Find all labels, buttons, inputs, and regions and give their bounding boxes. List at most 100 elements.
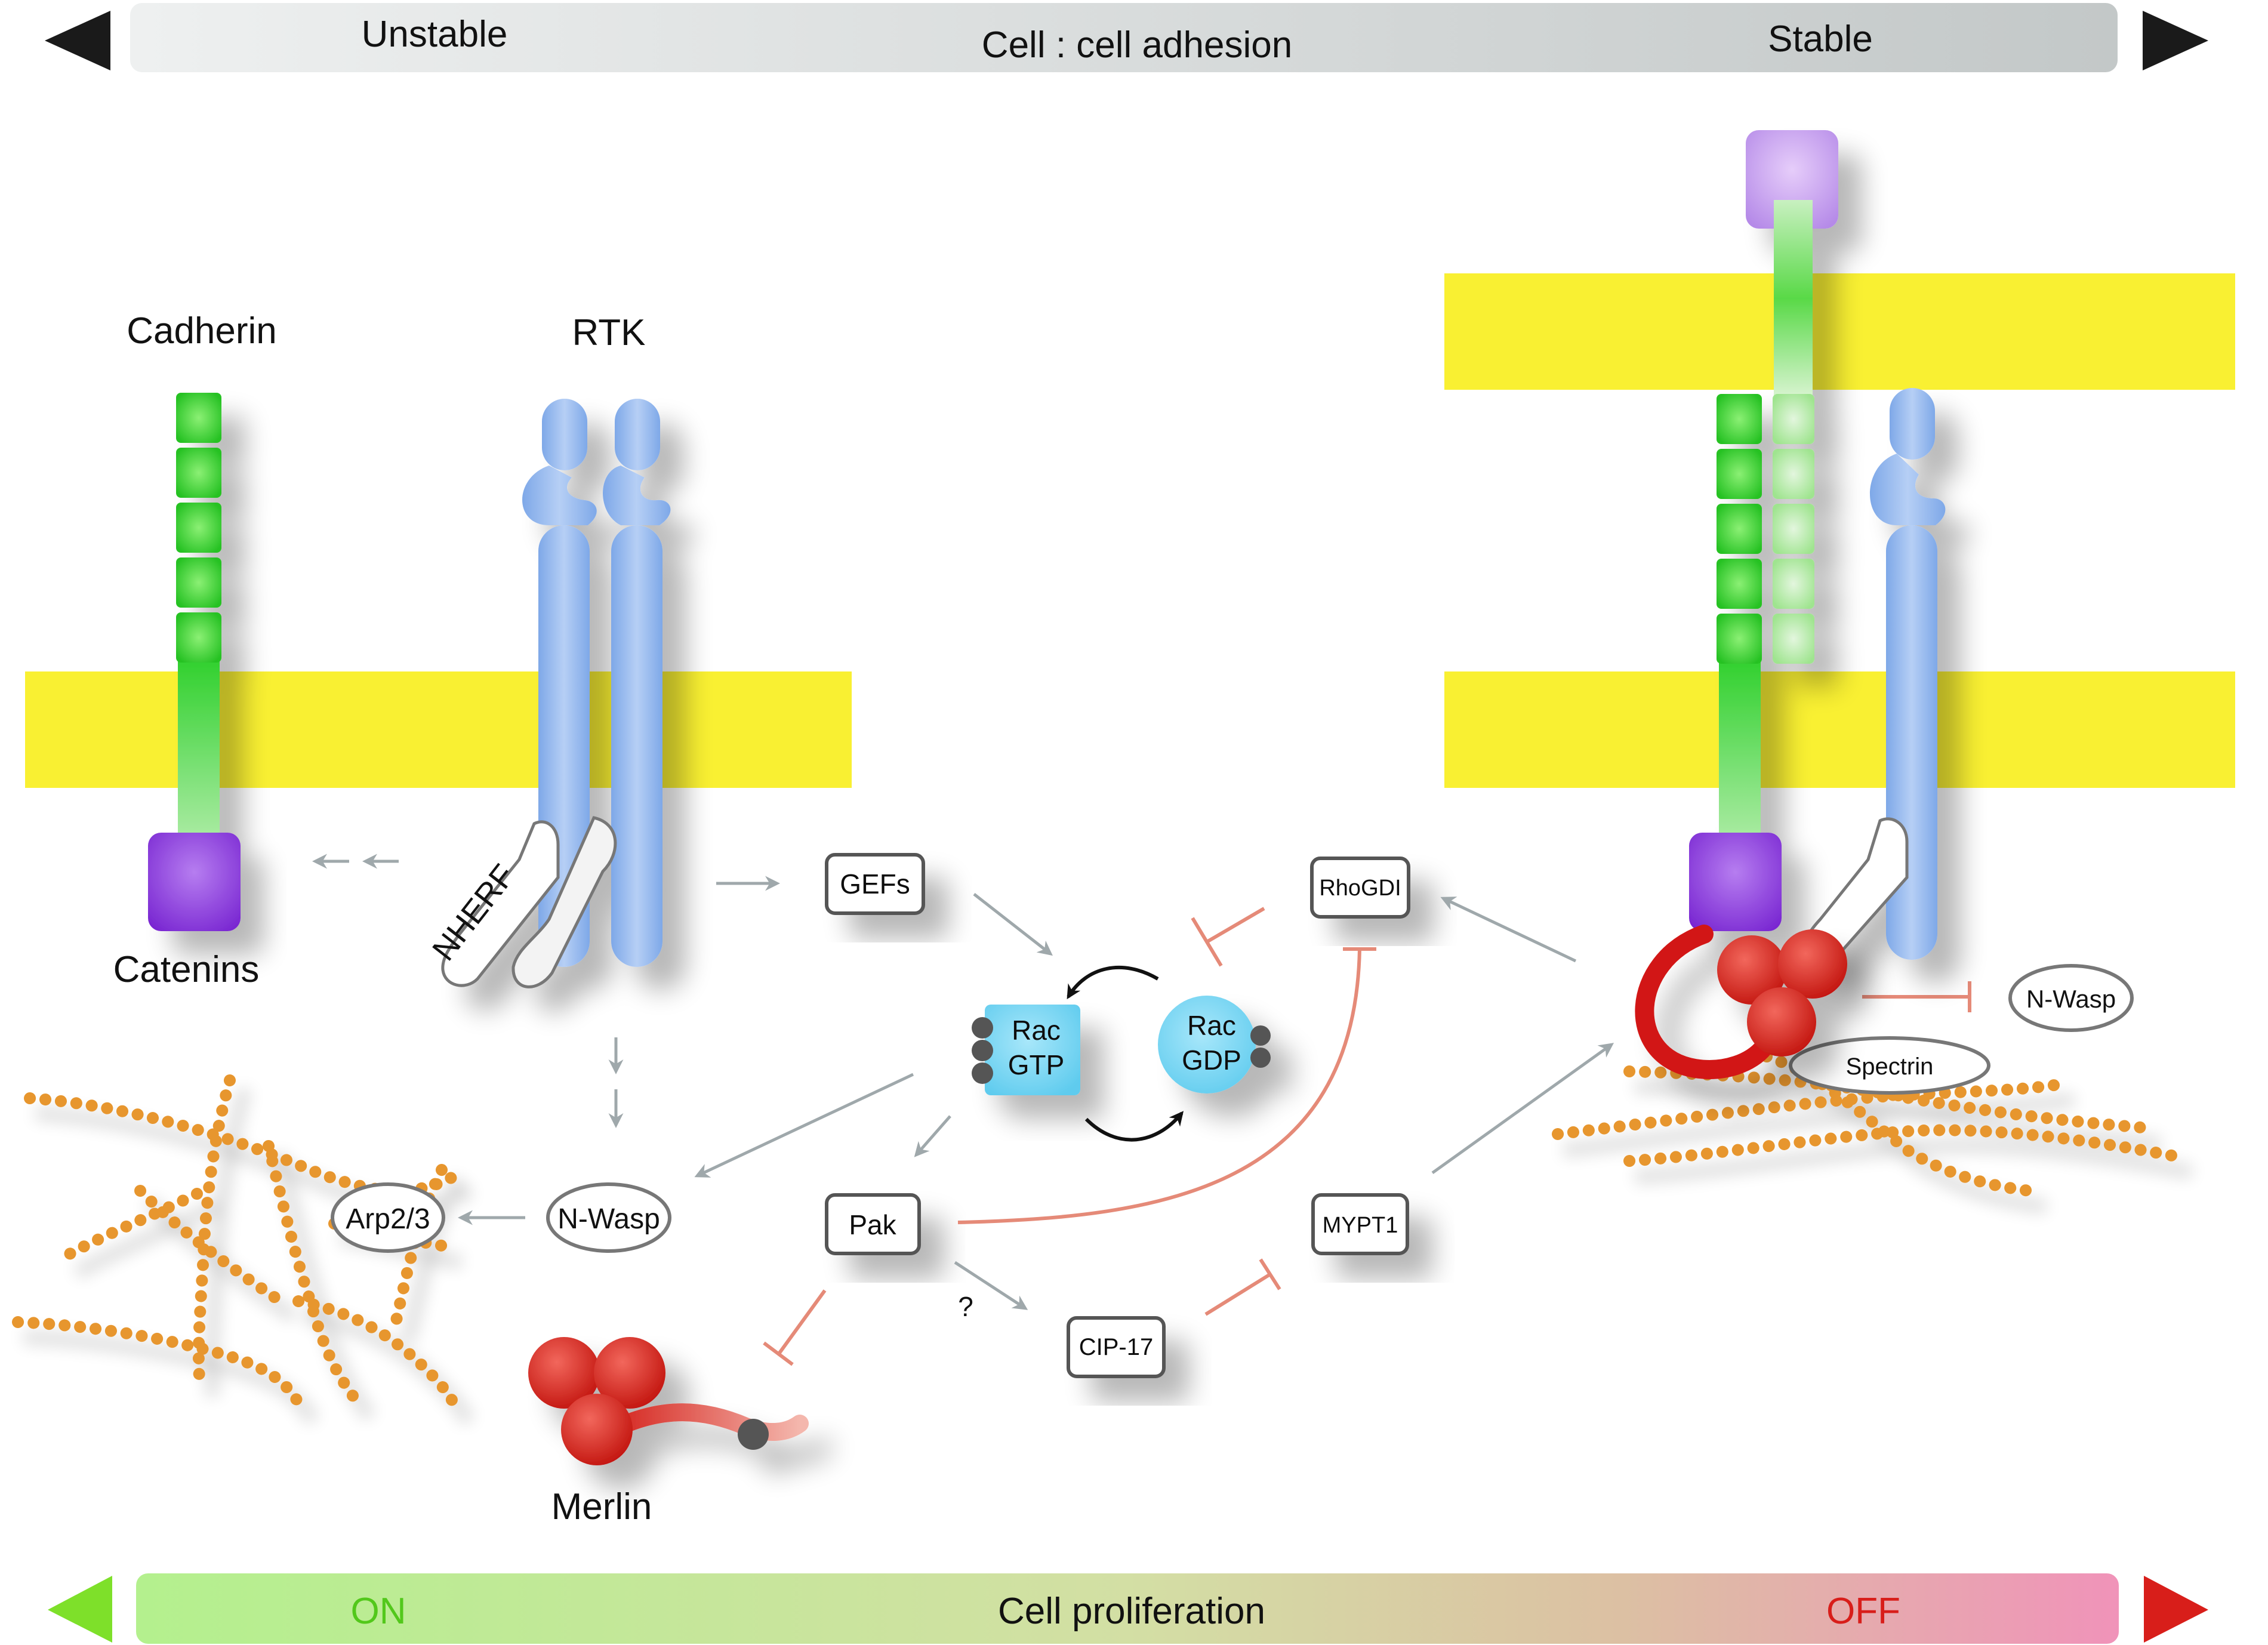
rac-cycle-arrow-bottom xyxy=(1084,1111,1184,1142)
rtk-monomer-head xyxy=(1890,388,1935,460)
mypt1-node: MYPT1 xyxy=(1311,1193,1409,1255)
rac-gtp-label-line1: Rac xyxy=(1012,1015,1061,1046)
cadherin-stable-domain xyxy=(1717,614,1762,664)
rhogdi-label: RhoGDI xyxy=(1319,876,1401,901)
cadherin-label: Cadherin xyxy=(127,310,277,352)
left-plasma-membrane xyxy=(25,671,852,788)
rac-gdp-lipid-anchor xyxy=(1250,1025,1271,1046)
rac-gtp-node: Rac GTP xyxy=(972,1005,1080,1095)
cadherin-stable-domain xyxy=(1717,449,1762,499)
rtk-chain-left-hook xyxy=(522,466,597,525)
rtk-chain-left-head xyxy=(542,399,587,470)
n-wasp-left-node: N-Wasp xyxy=(546,1182,671,1253)
merlin-bound-lobe xyxy=(1778,929,1847,999)
rac-to-pak-arrow xyxy=(914,1115,951,1157)
opposing-cadherin-domain xyxy=(1773,614,1814,664)
inhibition-links xyxy=(763,907,1971,1366)
rac-gdp-lipid-anchor xyxy=(1250,1048,1271,1068)
merlin-lobe xyxy=(594,1337,665,1409)
spectrin-label: Spectrin xyxy=(1846,1053,1934,1080)
merlin-free xyxy=(528,1337,809,1465)
rac-gdp-label-line2: GDP xyxy=(1182,1045,1241,1076)
merlin-bound-lobe xyxy=(1747,987,1816,1056)
rac-gtp-lipid-anchor xyxy=(972,1017,993,1039)
n-wasp-right-node: N-Wasp xyxy=(2008,964,2134,1032)
right-red-arrowhead-icon xyxy=(2144,1576,2208,1643)
merlin-phospho-site xyxy=(738,1419,769,1450)
cadherin-stable-stalk xyxy=(1719,657,1761,860)
rtk-monomer-chain xyxy=(1886,525,1937,960)
rtk-monomer-stable xyxy=(1804,388,1946,965)
pak-node: Pak xyxy=(825,1193,921,1255)
n-wasp-left-label: N-Wasp xyxy=(557,1203,660,1235)
rac-gtp-lipid-anchor xyxy=(972,1040,993,1061)
cadherin-stable xyxy=(1689,130,1838,931)
cadherin-domain xyxy=(176,393,221,443)
merlin-inhibits-n-wasp xyxy=(1862,981,1971,1012)
cip17-label: CIP-17 xyxy=(1079,1334,1154,1360)
cadherin-domain xyxy=(176,557,221,608)
proliferation-on-label: ON xyxy=(351,1591,406,1632)
pak-to-cip17-arrow xyxy=(954,1261,1028,1310)
cadherin-stable-domain xyxy=(1717,559,1762,609)
proliferation-bar xyxy=(136,1573,2119,1644)
n-wasp-right-label: N-Wasp xyxy=(2026,985,2116,1013)
rac-gtp-label-line2: GTP xyxy=(1008,1049,1065,1080)
cadherin-unstable xyxy=(148,393,241,931)
cadherin-domain xyxy=(176,612,221,663)
rhogdi-inhibits-rac xyxy=(1191,907,1265,967)
right-lower-membrane xyxy=(1444,671,2235,788)
rac-gdp-circle xyxy=(1158,996,1256,1093)
cadherin-domain xyxy=(176,503,221,553)
right-upper-membrane xyxy=(1444,273,2235,390)
rac-gtp-box xyxy=(985,1005,1080,1095)
catenins-label: Catenins xyxy=(113,949,260,990)
rtk-chain-right-head xyxy=(615,399,660,470)
branched-actin-network xyxy=(12,1074,466,1415)
mypt1-to-merlin-arrow xyxy=(1431,1043,1614,1175)
opposing-cadherin-domain xyxy=(1773,394,1814,444)
proliferation-off-label: OFF xyxy=(1826,1591,1900,1632)
arp23-oval xyxy=(331,1182,445,1253)
cadherin-stable-domain xyxy=(1717,394,1762,444)
merlin-bound xyxy=(1635,925,1847,1079)
adhesion-title: Cell : cell adhesion xyxy=(982,24,1292,66)
merlin-lobe xyxy=(528,1337,600,1409)
gefs-node: GEFs xyxy=(825,853,925,915)
gefs-label: GEFs xyxy=(840,868,910,899)
proliferation-title: Cell proliferation xyxy=(998,1591,1265,1632)
merlin-to-rhogdi-arrow xyxy=(1440,897,1577,963)
left-arrowhead-icon xyxy=(45,11,110,70)
opposing-cadherin-stalk xyxy=(1774,200,1813,397)
catenin-stable-block xyxy=(1689,833,1782,931)
catenin-block xyxy=(148,833,241,931)
rac-gtp-lipid-anchor xyxy=(972,1062,993,1084)
adhesion-unstable-label: Unstable xyxy=(362,14,508,55)
rtk-monomer-hook xyxy=(1870,454,1946,525)
rhogdi-node: RhoGDI xyxy=(1310,857,1410,919)
merlin-bound-lobe xyxy=(1717,935,1786,1005)
mypt1-box xyxy=(1311,1193,1409,1255)
rtk-dimer xyxy=(441,399,671,988)
gefs-to-rac-arrow xyxy=(973,893,1053,956)
cadherin-domain xyxy=(176,448,221,498)
cadherin-stalk xyxy=(178,657,220,860)
left-green-arrowhead-icon xyxy=(48,1576,112,1643)
cip17-box xyxy=(1067,1316,1166,1378)
gefs-box xyxy=(825,853,925,915)
adhesion-scale: Unstable Cell : cell adhesion Stable xyxy=(45,3,2208,72)
rac-cycle-arrow-top xyxy=(1067,965,1159,1000)
nherf-back xyxy=(511,816,617,988)
cip17-node: CIP-17 xyxy=(1067,1316,1166,1378)
cip17-inhibits-mypt1 xyxy=(1204,1258,1281,1316)
adhesion-bar xyxy=(130,3,2118,72)
n-wasp-left-oval xyxy=(546,1182,671,1253)
arp23-node: Arp2/3 xyxy=(331,1182,445,1253)
n-wasp-right-oval xyxy=(2008,964,2134,1032)
opposing-cadherin-block xyxy=(1746,130,1838,229)
pak-inhibits-merlin xyxy=(763,1289,827,1366)
proliferation-scale: ON Cell proliferation OFF xyxy=(48,1573,2208,1644)
rac-gdp-label-line1: Rac xyxy=(1187,1010,1236,1041)
right-arrowhead-icon xyxy=(2143,11,2208,70)
